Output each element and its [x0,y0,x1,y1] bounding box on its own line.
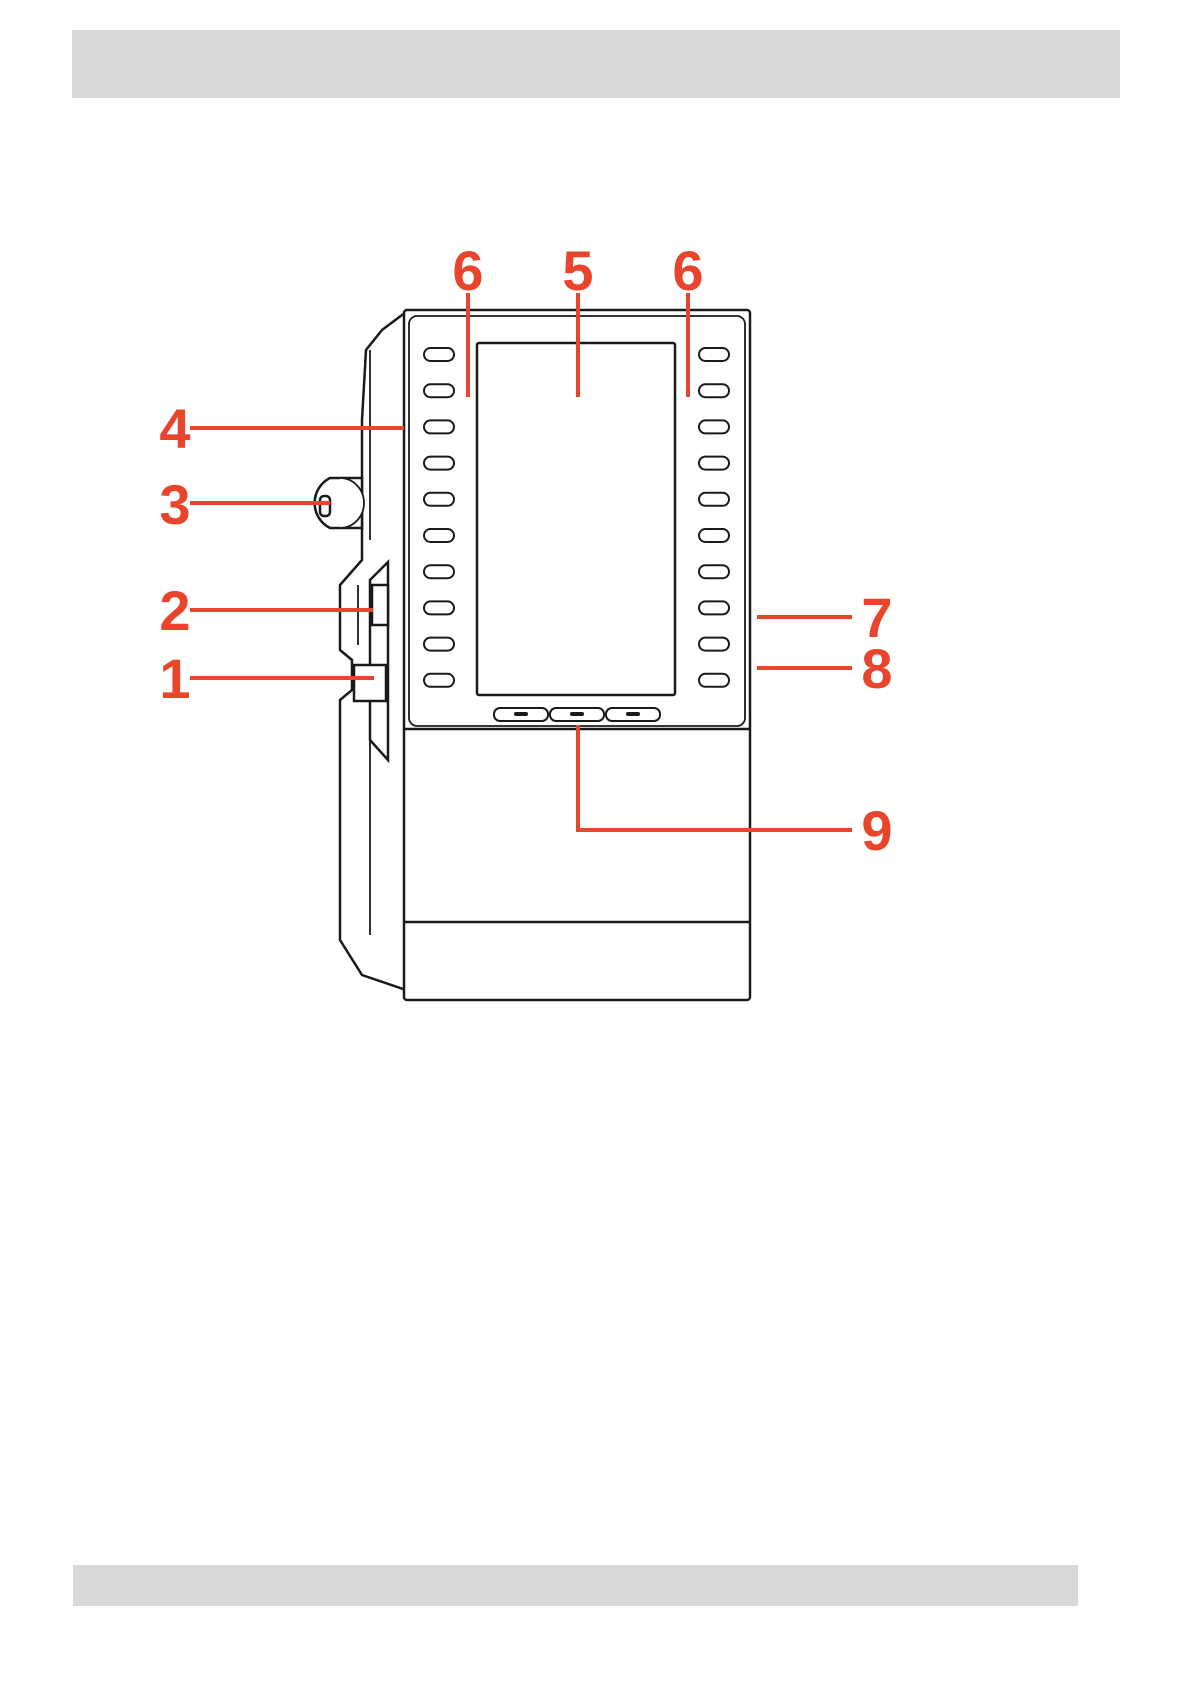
right-line-key [699,565,729,578]
right-line-key [699,384,729,397]
right-line-key [699,420,729,433]
callout-9: 9 [861,799,892,862]
right-line-key [699,674,729,687]
left-line-key [424,420,454,433]
latch [354,665,386,701]
left-line-key [424,457,454,470]
left-line-key [424,565,454,578]
left-line-key [424,493,454,506]
footer-bar [73,1565,1078,1606]
connector-slot [370,562,388,760]
left-line-key [424,674,454,687]
left-line-key [424,348,454,361]
left-line-key [424,384,454,397]
callout-5: 5 [562,239,593,302]
right-line-key [699,457,729,470]
callout-2: 2 [159,579,190,642]
left-line-key [424,529,454,542]
right-line-key [699,493,729,506]
left-line-key [424,601,454,614]
callout-6-right: 6 [672,239,703,302]
right-line-key [699,529,729,542]
callout-8: 8 [861,637,892,700]
callout-1: 1 [159,647,190,710]
callout-6-left: 6 [452,239,483,302]
right-line-key [699,601,729,614]
callout-4: 4 [159,397,190,460]
callout-3: 3 [159,473,190,536]
right-line-key [699,348,729,361]
page-keys [494,708,660,721]
left-line-key [424,638,454,651]
right-line-key [699,638,729,651]
